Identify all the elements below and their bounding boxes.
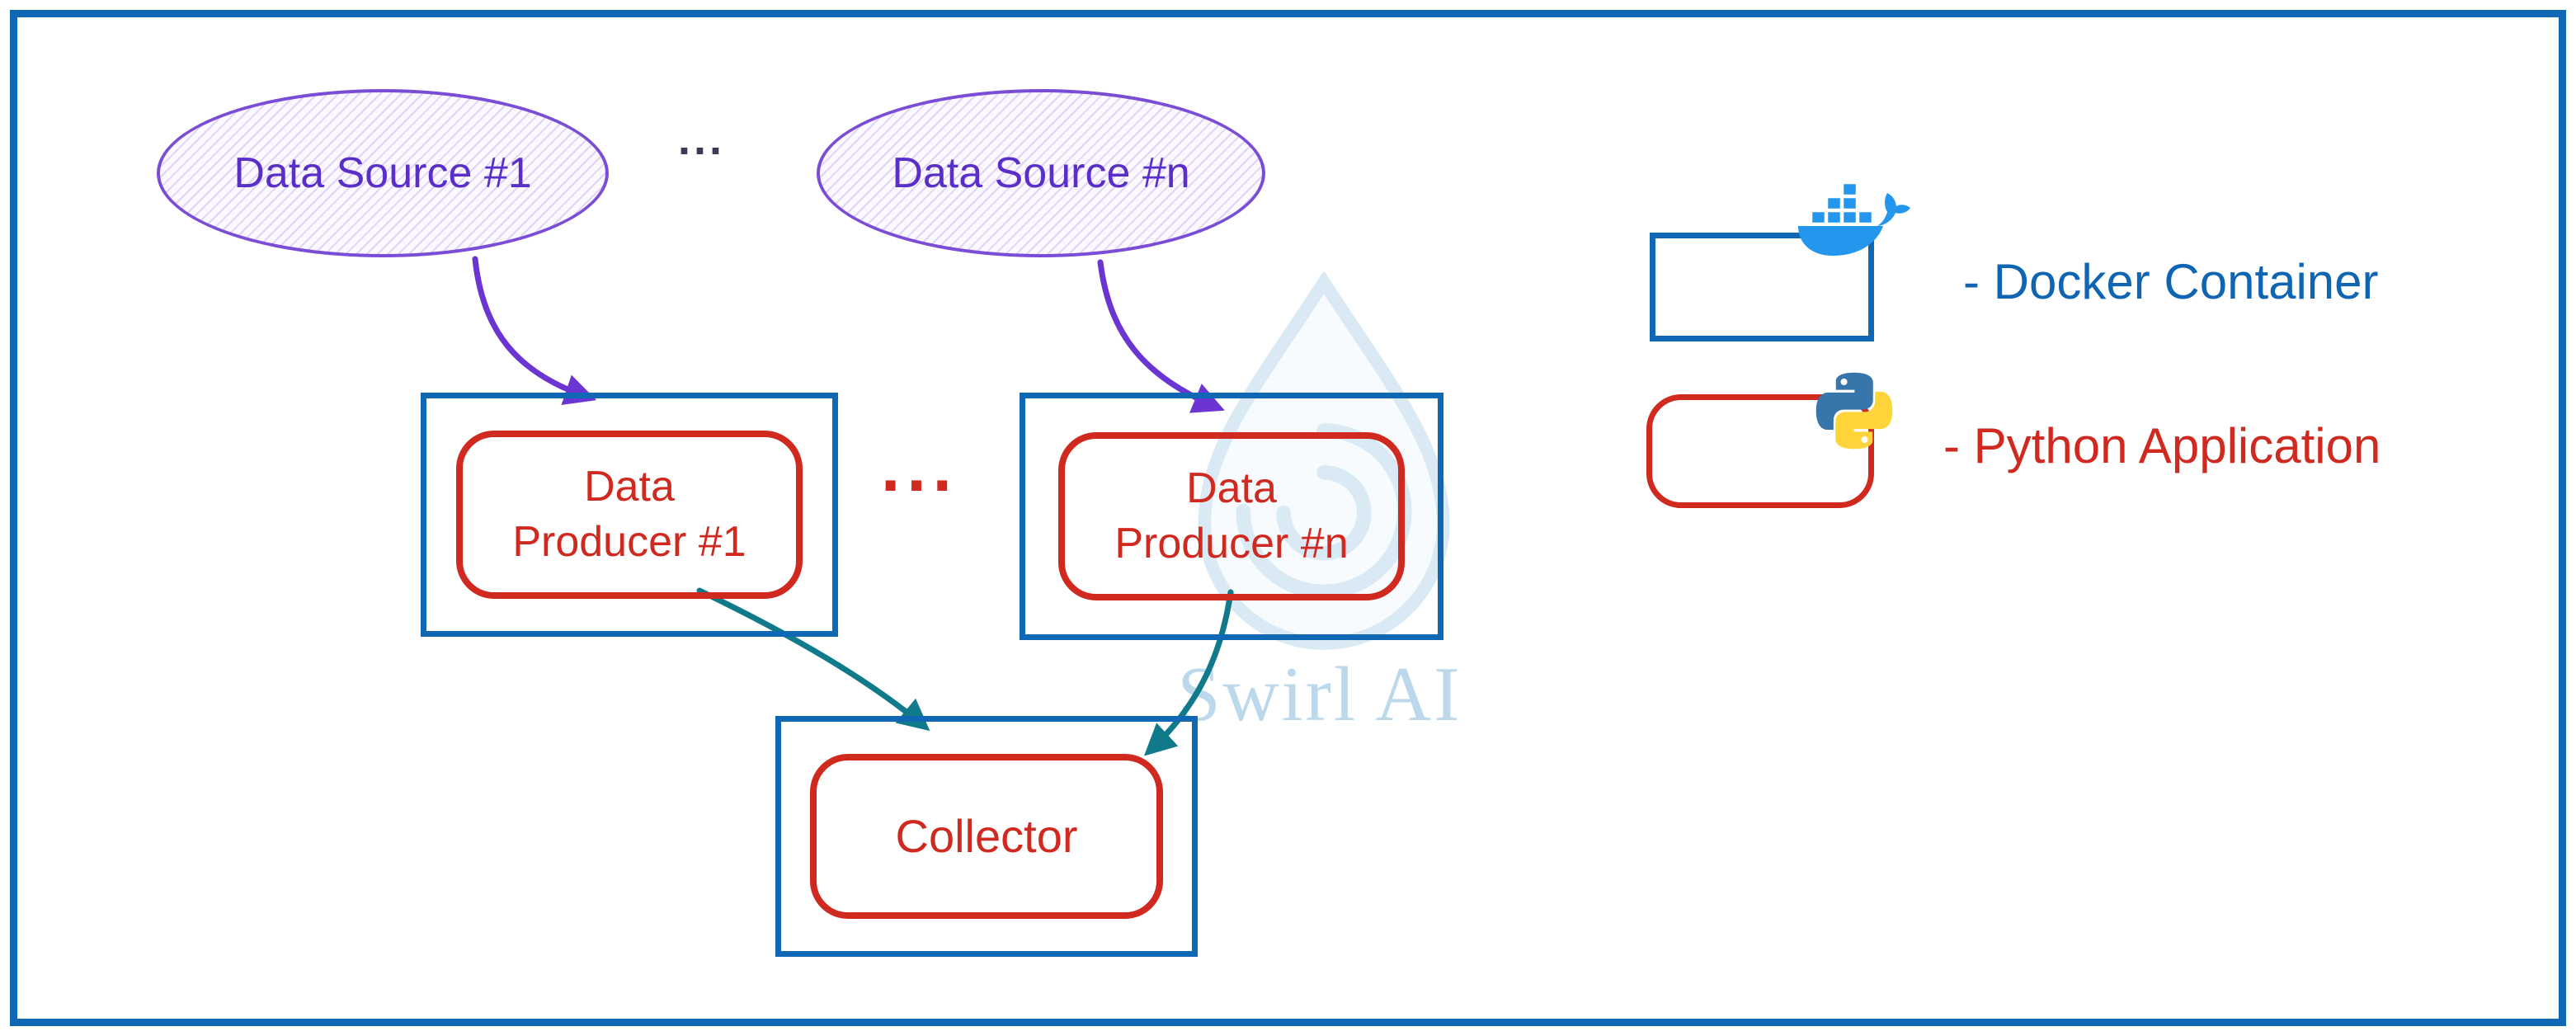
data-producer-1-label-line2: Producer #1 [512, 518, 746, 566]
python-icon [1815, 372, 1893, 450]
producers-ellipsis: ... [881, 428, 959, 506]
data-source-1-ellipse: Data Source #1 [157, 89, 609, 257]
data-source-n-label: Data Source #n [892, 149, 1190, 197]
data-producer-n-label-line2: Producer #n [1114, 520, 1349, 567]
data-producer-1-app: Data Producer #1 [456, 431, 803, 599]
data-source-n-ellipse: Data Source #n [817, 89, 1265, 257]
data-producer-n-app: Data Producer #n [1058, 432, 1405, 600]
data-producer-n-label-line1: Data [1186, 464, 1277, 513]
docker-icon [1798, 181, 1910, 256]
data-producer-1-label-line1: Data [584, 463, 675, 511]
data-producer-n-container: Data Producer #n [1020, 393, 1443, 640]
legend-python-box [1646, 394, 1874, 508]
legend-docker-label: - Docker Container [1963, 253, 2379, 309]
collector-label: Collector [895, 810, 1078, 863]
legend-docker-box [1650, 233, 1874, 341]
data-producer-1-container: Data Producer #1 [421, 393, 838, 637]
data-source-1-label: Data Source #1 [233, 149, 532, 197]
legend-python-label: - Python Application [1943, 417, 2381, 473]
frame-border [10, 10, 2566, 1026]
collector-container: Collector [775, 716, 1198, 957]
collector-app: Collector [810, 754, 1163, 919]
sources-ellipsis: ... [678, 115, 726, 164]
